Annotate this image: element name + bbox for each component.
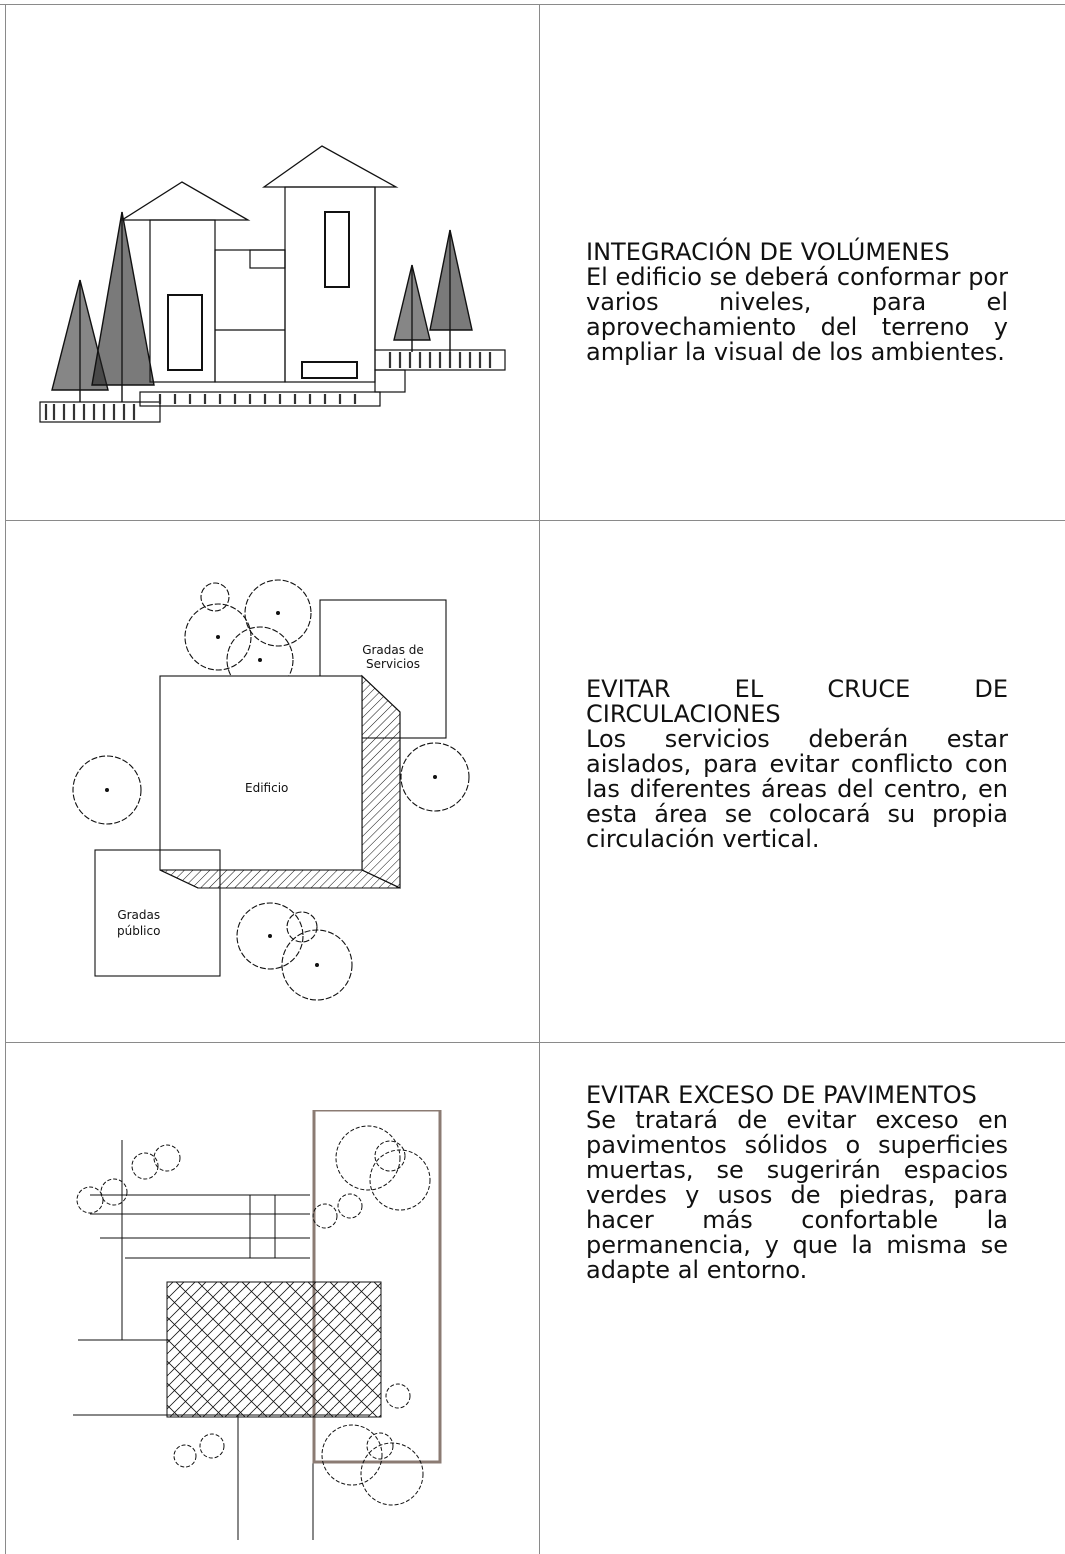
section-3-body: Se tratará de evitar exceso en pavimento… [586,1106,1008,1284]
pavement-plan-drawing [70,1110,450,1540]
section-3-heading: EVITAR EXCESO DE PAVIMENTOS [586,1081,977,1109]
table-column-divider [539,4,540,1554]
section-2-heading: EVITAR EL CRUCE DE CIRCULACIONES [586,675,1008,728]
building-elevation-drawing [30,140,510,430]
label-building: Edificio [245,781,289,795]
label-service-stands: Gradas de Servicios [362,643,424,671]
table-row-divider-1 [5,520,1065,521]
table-top-border [0,4,1065,5]
section-1-text: INTEGRACIÓN DE VOLÚMENES El edificio se … [586,240,1008,365]
table-row-divider-2 [5,1042,1065,1043]
section-2-body: Los servicios deberán estar aislados, pa… [586,725,1008,853]
table-left-border [5,4,6,1554]
section-1-body: El edificio se deberá conformar por vari… [586,263,1008,366]
section-2-text: EVITAR EL CRUCE DE CIRCULACIONES Los ser… [586,677,1008,852]
circulation-plan-drawing [60,570,480,1010]
label-public-stands: Gradas público [117,908,161,938]
section-1-heading: INTEGRACIÓN DE VOLÚMENES [586,238,950,266]
section-3-text: EVITAR EXCESO DE PAVIMENTOS Se tratará d… [586,1083,1008,1283]
